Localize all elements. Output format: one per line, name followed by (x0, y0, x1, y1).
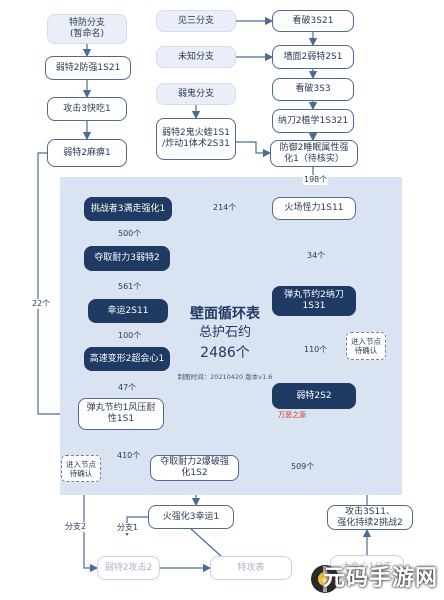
edge-label-198: 198个 (303, 175, 329, 185)
edge-label-100: 100个 (117, 331, 143, 341)
node-see-three-branch: 见三分支 (156, 10, 236, 32)
node-attack3-quick-eat1: 攻击3快吃1 (47, 97, 127, 121)
node-stamina-thief2: 夺取耐力2爆破强 化1S2 (150, 455, 239, 481)
diagram-total: 2486个 (200, 345, 250, 361)
node-unknown-branch: 未知分支 (156, 46, 236, 68)
node-defense2-sleep: 防御2睡眠属性强 化1（待核实） (270, 140, 358, 167)
edge-label-214: 214个 (212, 203, 238, 213)
edge-label-500: 500个 (117, 229, 143, 239)
node-sheathe2: 纳刀2植学1S321 (272, 109, 354, 133)
node-weakspot2-demonfire: 弱特2鬼火蝰1S1 /炸动1体术2S31 (156, 118, 236, 160)
node-stamina-thief3: 夺取耐力3弱特2 (84, 246, 170, 271)
root-of-evil-label: 万恶之源 (278, 411, 306, 419)
edge-label-22: 22个 (31, 299, 52, 309)
node-luck2: 幸运2S11 (88, 299, 168, 323)
node-wall2-weakspot2: 墙面2弱特2S1 (272, 45, 354, 69)
diagram-subtitle: 总护石约 (198, 325, 251, 340)
node-fire-strength: 火场怪力1S11 (272, 197, 356, 220)
edge-label-110: 110个 (303, 345, 329, 355)
node-special-attack-table: 特攻表 (210, 556, 292, 580)
node-weakspot2-defense1: 弱特2防强1S21 (45, 56, 131, 80)
node-entry-pending-left: 进入节点 待确认 (61, 455, 101, 482)
edge-label-47: 47个 (117, 383, 138, 393)
node-attack3-agitator: 攻击3S11、 强化持续2挑战2 (327, 505, 413, 530)
node-spare-shot2: 弹丸节约2纳刀 1S31 (272, 286, 356, 316)
diagram-meta: 制图时间：20210420 版本v1.6 (177, 373, 273, 381)
edge-label-410: 410个 (116, 451, 142, 461)
node-weakspot2-paralysis1: 弱特2麻痹1 (47, 139, 127, 167)
node-critical-eye3: 看破3S21 (272, 10, 354, 32)
node-weakspot2-s2: 弱特2S2 (272, 383, 356, 409)
node-challenger3: 挑战者3满走强化1 (84, 197, 172, 221)
node-spare-shot1: 弹丸节约1风压耐 性1S1 (78, 398, 164, 430)
node-weakspot2-attack2: 弱特2攻击2 (97, 556, 160, 580)
edge-label-34: 34个 (306, 251, 327, 261)
edge-r8-r9 (236, 141, 272, 158)
logo-icon (311, 565, 339, 593)
node-special-defense-branch: 特防分支 (暂命名) (47, 14, 127, 44)
logo-text: 元码手游网 (322, 566, 438, 591)
edge-label-branch1: 分支1 (116, 523, 140, 533)
diagram-title: 壁面循环表 (190, 306, 260, 322)
edge-n4-b8 (37, 152, 80, 419)
watermark-logo: 元码手游网 (306, 560, 442, 598)
edge-l1-l3 (83, 484, 99, 573)
edge-label-509: 509个 (290, 462, 316, 472)
edge-label-561: 561个 (117, 282, 143, 292)
node-critical-boost-branch: 大会心1分支 (330, 555, 404, 579)
node-fire-attack3: 火强化3幸运1 (148, 505, 234, 529)
node-weak-demon-branch: 弱鬼分支 (156, 83, 236, 105)
edge-label-branch2: 分支2 (64, 522, 88, 532)
node-critical-eye3-s3: 看破3S3 (272, 78, 354, 101)
node-entry-pending-right: 进入节点 待确认 (346, 332, 386, 360)
node-rapid-morph2: 高速变形2超会心1 (84, 347, 170, 371)
